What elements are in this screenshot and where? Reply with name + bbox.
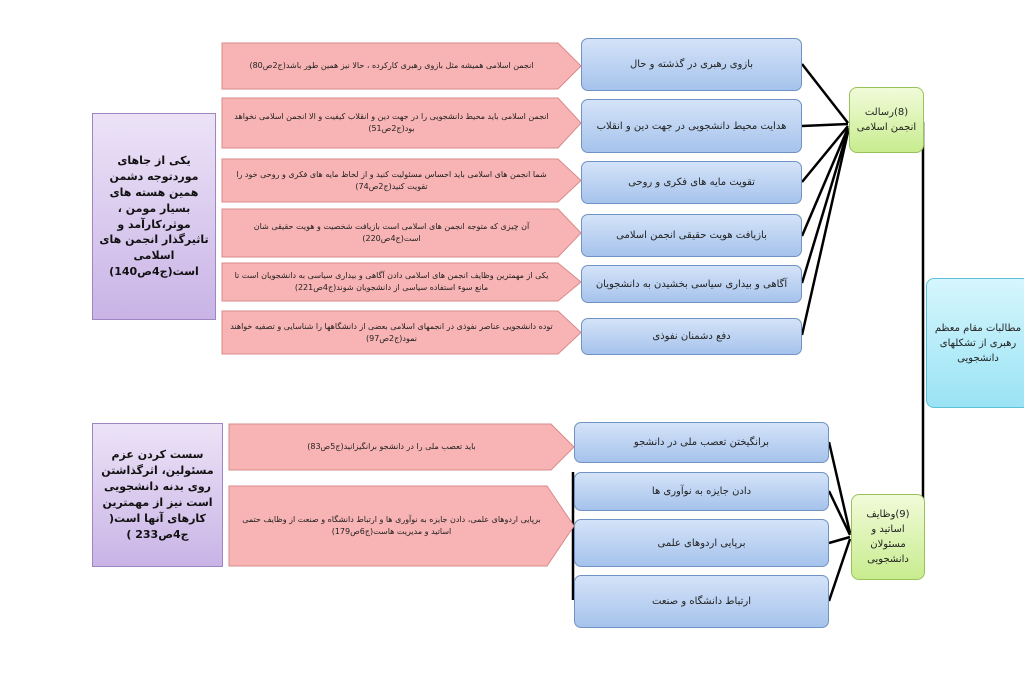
quote-text: برپایی اردوهای علمی، دادن جایزه به نوآور… <box>242 515 541 536</box>
duty-quote-arrow-1[interactable]: باید تعصب ملی را در دانشجو برانگیزانید(ج… <box>228 423 575 471</box>
mission-item-label: بازوی رهبری در گذشته و حال <box>629 59 754 70</box>
mission-item-label: تقویت مایه های فکری و روحی <box>628 177 755 188</box>
connector-line <box>800 129 850 284</box>
side-note-text: سست کردن عزم مسئولین، اثرگذاشتن روی بدنه… <box>101 448 214 541</box>
quote-arrow-1[interactable]: انجمن اسلامی همیشه مثل بازوی رهبری کارکر… <box>221 42 582 90</box>
mission-item-3[interactable]: تقویت مایه های فکری و روحی <box>581 161 802 204</box>
duties-node[interactable]: (9)وظایف اساتید و مسئولان دانشجویی <box>851 494 925 580</box>
connector-line <box>827 441 852 534</box>
connector-line <box>828 535 851 545</box>
duty-item-4[interactable]: ارتباط دانشگاه و صنعت <box>574 575 829 628</box>
duty-item-label: برانگیختن تعصب ملی در دانشجو <box>633 437 770 448</box>
duty-quote-arrow-2[interactable]: برپایی اردوهای علمی، دادن جایزه به نوآور… <box>228 485 575 567</box>
mission-item-1[interactable]: بازوی رهبری در گذشته و حال <box>581 38 802 91</box>
quote-text: انجمن اسلامی همیشه مثل بازوی رهبری کارکر… <box>249 61 534 71</box>
side-note-bottom: سست کردن عزم مسئولین، اثرگذاشتن روی بدنه… <box>92 423 223 567</box>
quote-arrow-6[interactable]: توده دانشجویی عناصر نفوذی در انجمهای اسل… <box>221 310 582 355</box>
connector-line <box>827 490 852 536</box>
center-node-label: مطالبات مقام معظم رهبری از تشکلهای دانشج… <box>934 322 1022 364</box>
mission-item-label: هدایت محیط دانشجویی در جهت دین و انقلاب <box>596 120 787 132</box>
mission-item-6[interactable]: دفع دشمنان نفوذی <box>581 318 802 355</box>
mission-item-label: بازیافت هویت حقیقی انجمن اسلامی <box>616 230 767 241</box>
quote-text: باید تعصب ملی را در دانشجو برانگیزانید(ج… <box>307 442 476 452</box>
duty-item-label: دادن جایزه به نوآوری ها <box>651 486 752 497</box>
connector-line <box>800 127 850 237</box>
duty-item-label: برپایی اردوهای علمی <box>657 537 746 549</box>
quote-text: یکی از مهمترین وظایف انجمن های اسلامی دا… <box>234 271 549 292</box>
quote-arrow-3[interactable]: شما انجمن های اسلامی باید احساس مسئولیت … <box>221 158 582 203</box>
mission-node-label: (8)رسالت انجمن اسلامی <box>856 107 917 133</box>
duty-item-2[interactable]: دادن جایزه به نوآوری ها <box>574 472 829 511</box>
mission-item-label: دفع دشمنان نفوذی <box>652 331 731 342</box>
mission-item-5[interactable]: آگاهی و بیداری سیاسی بخشیدن به دانشجویان <box>581 265 802 303</box>
quote-text: توده دانشجویی عناصر نفوذی در انجمهای اسل… <box>230 321 553 343</box>
quote-arrow-4[interactable]: آن چیزی که متوجه انجمن های اسلامی است با… <box>221 208 582 258</box>
connector-line <box>800 131 850 336</box>
quote-text: انجمن اسلامی باید محیط دانشجویی را در جه… <box>234 112 549 133</box>
duty-item-3[interactable]: برپایی اردوهای علمی <box>574 519 829 567</box>
mission-item-label: آگاهی و بیداری سیاسی بخشیدن به دانشجویان <box>595 278 788 290</box>
connector-line <box>801 122 849 128</box>
connector-line <box>827 538 852 602</box>
duty-item-label: ارتباط دانشگاه و صنعت <box>652 596 751 607</box>
side-note-top: یکی از جاهای موردتوجه دشمن همین هسته های… <box>92 113 216 320</box>
quote-arrow-2[interactable]: انجمن اسلامی باید محیط دانشجویی را در جه… <box>221 97 582 149</box>
mission-item-4[interactable]: بازیافت هویت حقیقی انجمن اسلامی <box>581 214 802 257</box>
duty-item-1[interactable]: برانگیختن تعصب ملی در دانشجو <box>574 422 829 463</box>
quote-text: شما انجمن های اسلامی باید احساس مسئولیت … <box>236 169 547 191</box>
connector-line <box>801 63 849 124</box>
connector-line <box>801 125 849 183</box>
duties-node-label: (9)وظایف اساتید و مسئولان دانشجویی <box>866 509 910 565</box>
mission-item-2[interactable]: هدایت محیط دانشجویی در جهت دین و انقلاب <box>581 99 802 153</box>
side-note-text: یکی از جاهای موردتوجه دشمن همین هسته های… <box>99 153 209 279</box>
center-node[interactable]: مطالبات مقام معظم رهبری از تشکلهای دانشج… <box>926 278 1024 408</box>
quote-arrow-5[interactable]: یکی از مهمترین وظایف انجمن های اسلامی دا… <box>221 262 582 302</box>
mission-node[interactable]: (8)رسالت انجمن اسلامی <box>849 87 924 153</box>
quote-text: آن چیزی که متوجه انجمن های اسلامی است با… <box>253 222 530 243</box>
